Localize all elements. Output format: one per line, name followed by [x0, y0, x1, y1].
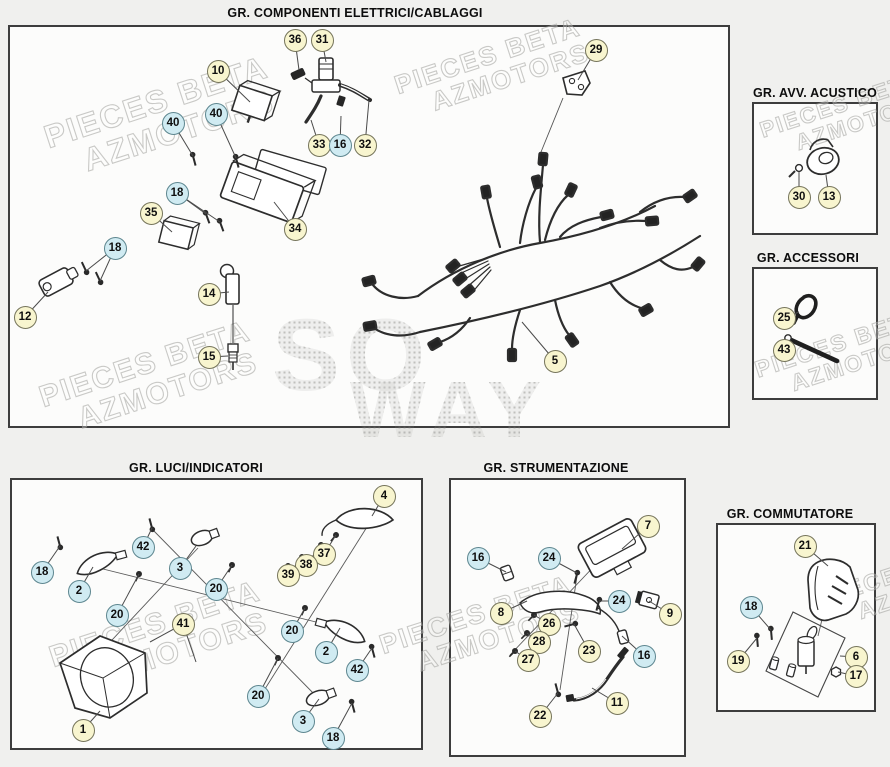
- callout-accessori-25: 25: [772, 306, 796, 330]
- callout-elettrici-31: 31: [310, 28, 334, 52]
- callout-luci-18: 18: [321, 726, 345, 750]
- callout-luci-4: 4: [372, 484, 396, 508]
- section-title-acustico: GR. AVV. ACUSTICO: [752, 86, 878, 100]
- watermark-halftone: SO WAY: [272, 298, 549, 454]
- callout-elettrici-18: 18: [165, 181, 189, 205]
- callout-strumentazione-27: 27: [516, 648, 540, 672]
- section-title-accessori: GR. ACCESSORI: [756, 251, 860, 265]
- callout-elettrici-29: 29: [584, 38, 608, 62]
- callout-luci-2: 2: [67, 579, 91, 603]
- callout-luci-3: 3: [291, 709, 315, 733]
- callout-strumentazione-11: 11: [605, 691, 629, 715]
- callout-luci-20: 20: [280, 619, 304, 643]
- section-title-strumentazione: GR. STRUMENTAZIONE: [483, 461, 629, 475]
- callout-luci-20: 20: [204, 577, 228, 601]
- section-title-elettrici: GR. COMPONENTI ELETTRICI/CABLAGGI: [227, 6, 483, 20]
- callout-strumentazione-22: 22: [528, 704, 552, 728]
- callout-acustico-30: 30: [787, 185, 811, 209]
- callout-elettrici-10: 10: [206, 59, 230, 83]
- callout-elettrici-12: 12: [13, 305, 37, 329]
- callout-strumentazione-8: 8: [489, 601, 513, 625]
- callout-strumentazione-16: 16: [466, 546, 490, 570]
- callout-luci-3: 3: [168, 556, 192, 580]
- callout-elettrici-35: 35: [139, 201, 163, 225]
- callout-strumentazione-16: 16: [632, 644, 656, 668]
- callout-elettrici-32: 32: [353, 133, 377, 157]
- callout-luci-41: 41: [171, 612, 195, 636]
- callout-luci-20: 20: [246, 684, 270, 708]
- callout-elettrici-18: 18: [103, 236, 127, 260]
- section-title-luci: GR. LUCI/INDICATORI: [129, 461, 263, 475]
- callout-luci-1: 1: [71, 718, 95, 742]
- callout-elettrici-14: 14: [197, 282, 221, 306]
- callout-luci-42: 42: [345, 658, 369, 682]
- callout-commutatore-19: 19: [726, 649, 750, 673]
- callout-elettrici-5: 5: [543, 349, 567, 373]
- callout-luci-2: 2: [314, 640, 338, 664]
- callout-luci-20: 20: [105, 603, 129, 627]
- callout-elettrici-33: 33: [307, 133, 331, 157]
- section-title-commutatore: GR. COMMUTATORE: [726, 507, 854, 521]
- callout-commutatore-17: 17: [844, 664, 868, 688]
- callout-commutatore-18: 18: [739, 595, 763, 619]
- callout-commutatore-21: 21: [793, 534, 817, 558]
- callout-elettrici-15: 15: [197, 345, 221, 369]
- callout-strumentazione-24: 24: [607, 589, 631, 613]
- callout-acustico-13: 13: [817, 185, 841, 209]
- section-box-accessori: [752, 267, 878, 400]
- callout-luci-42: 42: [131, 535, 155, 559]
- callout-accessori-43: 43: [772, 338, 796, 362]
- callout-strumentazione-24: 24: [537, 546, 561, 570]
- callout-luci-18: 18: [30, 560, 54, 584]
- callout-luci-39: 39: [276, 563, 300, 587]
- callout-elettrici-34: 34: [283, 217, 307, 241]
- callout-strumentazione-7: 7: [636, 514, 660, 538]
- callout-elettrici-40: 40: [161, 111, 185, 135]
- callout-strumentazione-23: 23: [577, 639, 601, 663]
- callout-elettrici-36: 36: [283, 28, 307, 52]
- callout-strumentazione-9: 9: [658, 602, 682, 626]
- callout-elettrici-40: 40: [204, 102, 228, 126]
- callout-elettrici-16: 16: [328, 133, 352, 157]
